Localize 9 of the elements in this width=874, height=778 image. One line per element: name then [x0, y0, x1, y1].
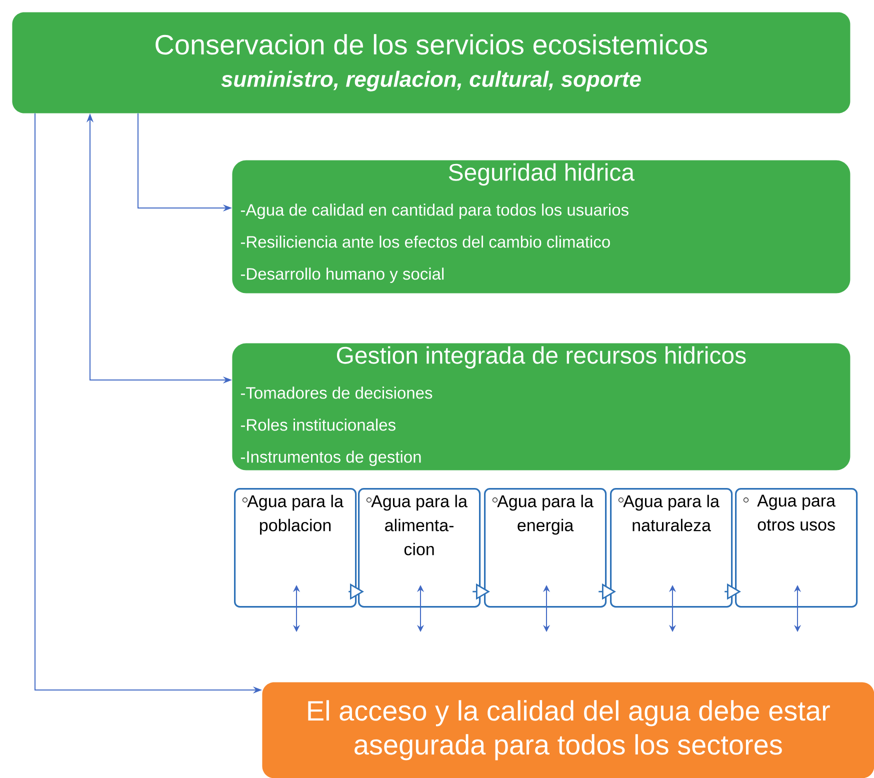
water-use-box: Agua para la poblacion — [234, 488, 357, 608]
water-use-box: Agua para la energia — [484, 488, 607, 608]
section-box: Seguridad hidrica -Agua de calidad en cantidad para todos los usuarios -Resiliciencia ante los efectos del cambio climatico -Desarrollo humano y social — [232, 160, 850, 294]
water-use-box: Agua para la naturaleza — [610, 488, 733, 608]
water-use-box: Agua para la alimenta-cion — [358, 488, 481, 608]
title-box: Conservacion de los servicios ecosistemicos suministro, regulacion, cultural, soporte — [12, 12, 850, 114]
water-use-box: Agua para otros usos — [735, 488, 858, 608]
result-box: El acceso y la calidad del agua debe estar asegurada para todos los sectores — [262, 682, 874, 778]
section-box: Gestion integrada de recursos hidricos -Tomadores de decisiones -Roles institucionales -Instrumentos de gestion — [232, 343, 850, 470]
